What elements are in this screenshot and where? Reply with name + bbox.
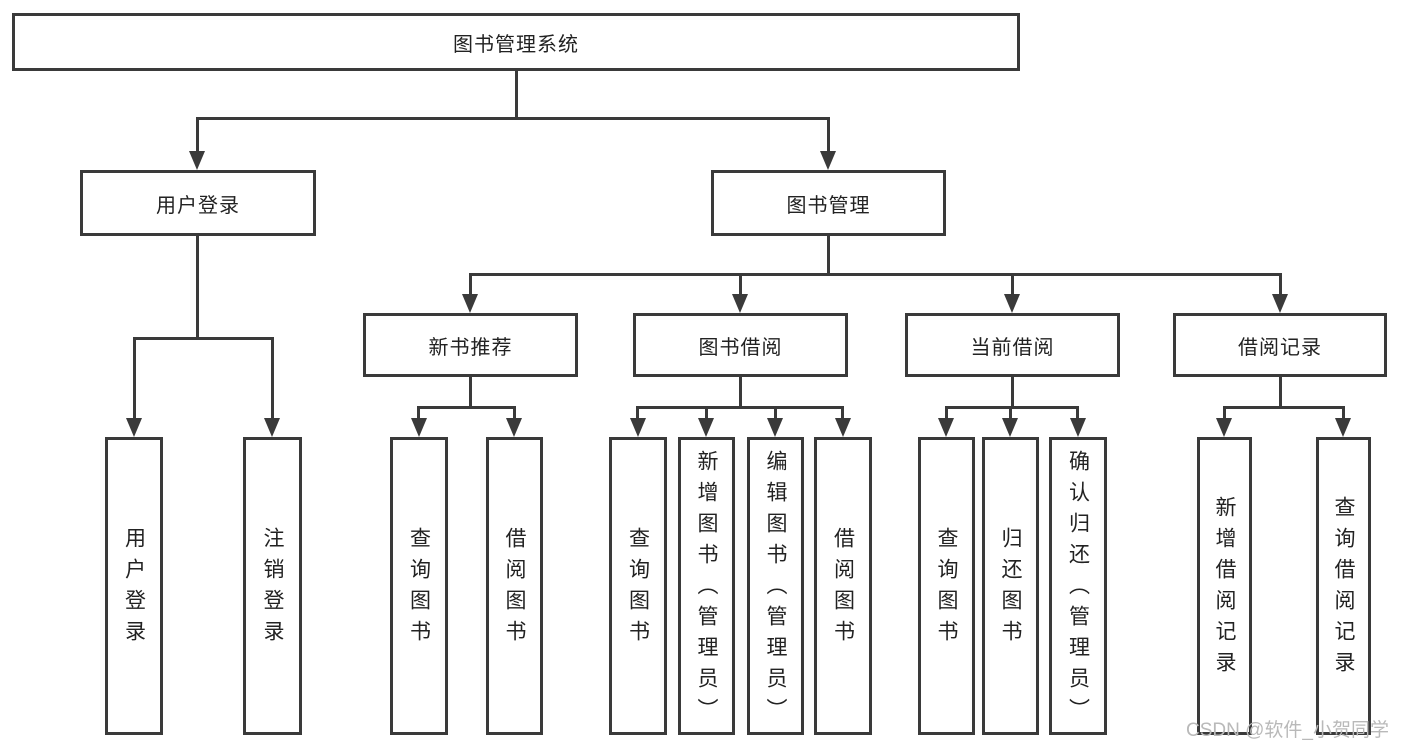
arrowhead-down (506, 418, 522, 437)
connector-sec2-drop (1009, 406, 1012, 421)
node-logout-leaf: 注销登录 (243, 437, 302, 735)
connector-userlogin-crossbar (133, 337, 274, 340)
connector-bookmgmt-drop (739, 273, 742, 298)
connector-sec1-crossbar (636, 406, 844, 409)
connector-sec2-crossbar (945, 406, 1079, 409)
arrowhead-down (1335, 418, 1351, 437)
connector-sec0-drop (513, 406, 516, 421)
arrowhead-down (462, 294, 478, 313)
node-book-borrow: 图书借阅 (633, 313, 848, 377)
arrowhead-down (189, 151, 205, 170)
connector-sec3-stem (1279, 377, 1282, 408)
node-add-borrow-record-leaf: 新增借阅记录 (1197, 437, 1252, 735)
arrowhead-down (126, 418, 142, 437)
connector-sec2-drop (1076, 406, 1079, 421)
connector-sec3-crossbar (1223, 406, 1345, 409)
node-query-borrow-record-leaf: 查询借阅记录 (1316, 437, 1371, 735)
arrowhead-down (767, 418, 783, 437)
arrowhead-down (1004, 294, 1020, 313)
node-root: 图书管理系统 (12, 13, 1020, 71)
node-edit-books-admin-leaf: 编辑图书（管理员） (747, 437, 804, 735)
node-borrow-records: 借阅记录 (1173, 313, 1387, 377)
connector-sec2-drop (945, 406, 948, 421)
connector-userlogin-stem (196, 236, 199, 339)
arrowhead-down (938, 418, 954, 437)
connector-bookmgmt-stem (827, 236, 830, 275)
connector-sec3-drop (1223, 406, 1226, 421)
node-query-books-leaf: 查询图书 (918, 437, 975, 735)
node-add-books-admin-leaf: 新增图书（管理员） (678, 437, 735, 735)
connector-bookmgmt-drop (469, 273, 472, 298)
arrowhead-down (1272, 294, 1288, 313)
arrowhead-down (732, 294, 748, 313)
connector-sec1-drop (774, 406, 777, 421)
node-query-books-leaf: 查询图书 (390, 437, 448, 735)
csdn-watermark: CSDN @软件_小贺同学 (1186, 720, 1389, 741)
connector-sec0-stem (469, 377, 472, 408)
connector-sec3-drop (1342, 406, 1345, 421)
arrowhead-down (698, 418, 714, 437)
node-user-login-leaf: 用户登录 (105, 437, 163, 735)
connector-sec0-crossbar (417, 406, 516, 409)
arrowhead-down (820, 151, 836, 170)
arrowhead-down (411, 418, 427, 437)
node-book-mgmt: 图书管理 (711, 170, 946, 236)
node-current-borrow: 当前借阅 (905, 313, 1120, 377)
connector-sec1-drop (705, 406, 708, 421)
connector-root-left-drop (196, 117, 199, 155)
node-user-login: 用户登录 (80, 170, 316, 236)
node-confirm-return-admin-leaf: 确认归还（管理员） (1049, 437, 1107, 735)
node-return-books-leaf: 归还图书 (982, 437, 1039, 735)
arrowhead-down (835, 418, 851, 437)
connector-root-crossbar (196, 117, 830, 120)
arrowhead-down (630, 418, 646, 437)
arrowhead-down (1070, 418, 1086, 437)
connector-bookmgmt-crossbar (469, 273, 1282, 276)
node-borrow-books-leaf: 借阅图书 (814, 437, 872, 735)
connector-bookmgmt-drop (1279, 273, 1282, 298)
node-new-book-recommend: 新书推荐 (363, 313, 578, 377)
arrowhead-down (264, 418, 280, 437)
connector-sec1-stem (739, 377, 742, 408)
connector-sec2-stem (1011, 377, 1014, 408)
connector-sec1-drop (636, 406, 639, 421)
arrowhead-down (1216, 418, 1232, 437)
arrowhead-down (1002, 418, 1018, 437)
node-query-books-leaf: 查询图书 (609, 437, 667, 735)
connector-root-stem (515, 70, 518, 119)
connector-userlogin-drop (271, 337, 274, 423)
connector-userlogin-drop (133, 337, 136, 423)
connector-root-right-drop (827, 117, 830, 155)
connector-bookmgmt-drop (1011, 273, 1014, 298)
connector-sec1-drop (841, 406, 844, 421)
node-borrow-books-leaf: 借阅图书 (486, 437, 543, 735)
connector-sec0-drop (417, 406, 420, 421)
